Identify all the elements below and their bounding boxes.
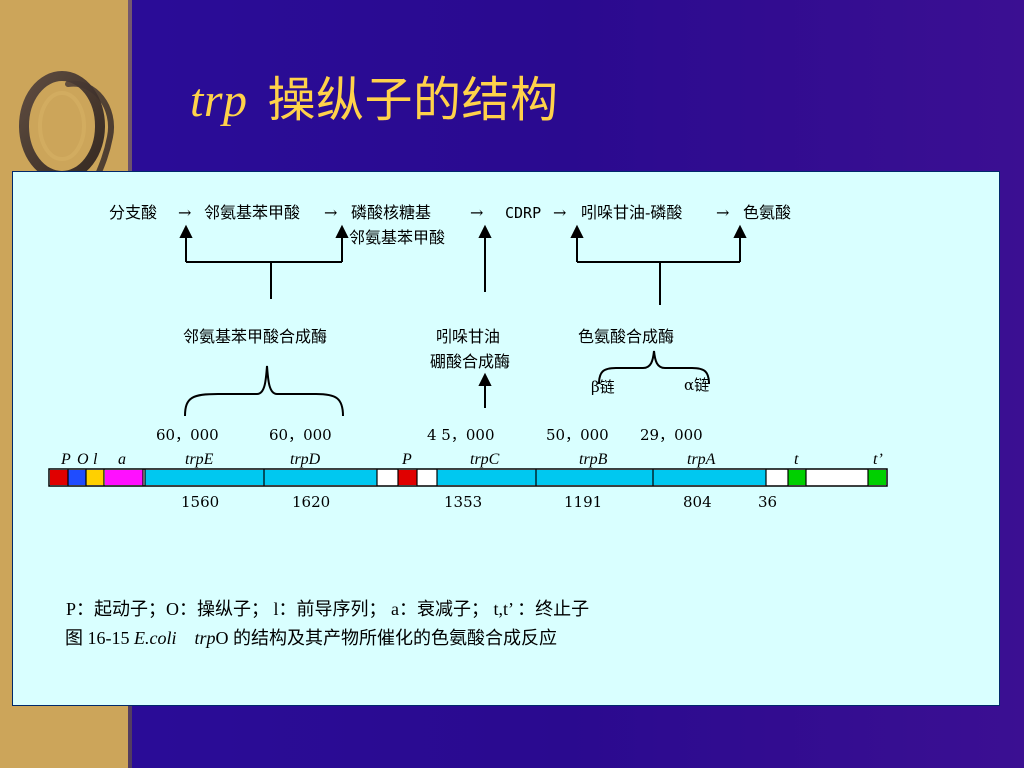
pathway-step-5: 吲哚甘油-磷酸 [581, 203, 682, 222]
label-trpC: trpC [470, 451, 500, 468]
length-trpC: 1353 [444, 493, 482, 511]
mass-trpA: 29，000 [640, 426, 703, 444]
pathway-arrow-2: → [324, 203, 337, 222]
label-P1: P [60, 451, 71, 468]
caption-operon-italic: trp [194, 627, 216, 648]
enzyme-indole-line1: 吲哚甘油 [436, 327, 500, 346]
pathway-arrow-5: → [716, 203, 729, 222]
mass-trpC: 4 5，000 [427, 426, 495, 444]
mass-trpB: 50，000 [546, 426, 609, 444]
length-trpD: 1620 [292, 493, 330, 511]
label-a: a [118, 451, 126, 468]
pathway-arrow-1: → [178, 203, 191, 222]
label-t: t [794, 451, 799, 468]
enzyme-brackets [186, 261, 740, 305]
attenuator-segment [105, 470, 143, 485]
title-main: 操纵子的结构 [267, 72, 559, 128]
figure-caption: P：起动子；O：操纵子； l：前导序列； a：衰减子； t,t’ ：终止子 图 … [65, 595, 590, 653]
curly-braces [184, 350, 710, 417]
caption-line-2: 图 16-15 E.coli trpO 的结构及其产物所催化的色氨酸合成反应 [65, 624, 589, 653]
caption-figure-number: 图 16-15 [65, 627, 134, 648]
terminator-t-segment [788, 470, 806, 485]
beta-chain-label: β链 [591, 378, 615, 396]
caption-line-1: P：起动子；O：操纵子； l：前导序列； a：衰减子； t,t’ ：终止子 [66, 599, 590, 619]
operator-segment [68, 470, 86, 485]
trp-operon-diagram: 分支酸 → 邻氨基苯甲酸 → 磷酸核糖基 邻氨基苯甲酸 → CDRP → 吲哚甘… [48, 203, 888, 511]
indole-enzyme-arrow [478, 372, 492, 408]
pathway-arrow-3: → [470, 203, 483, 222]
enzyme-anthranilate-synthase: 邻氨基苯甲酸合成酶 [183, 327, 327, 346]
label-trpA: trpA [687, 451, 716, 468]
pathway-step-3-suffix: 邻氨基苯甲酸 [349, 228, 445, 247]
mass-trpE: 60，000 [156, 426, 219, 444]
label-O: O [77, 451, 89, 468]
pathway-step-1: 分支酸 [109, 203, 157, 222]
pathway-arrow-4: → [553, 203, 566, 222]
label-trpD: trpD [290, 451, 321, 468]
length-trpA: 804 [683, 493, 712, 511]
caption-species: E.coli [134, 627, 177, 648]
terminator-t-prime-segment [868, 470, 886, 485]
promoter-1-segment [50, 470, 68, 485]
label-l: l [93, 451, 98, 468]
label-P2: P [401, 451, 412, 468]
pathway-step-3: 磷酸核糖基 [351, 203, 431, 222]
enzyme-indole-line2: 硼酸合成酶 [430, 352, 510, 371]
trpE-trpD-segment [145, 470, 377, 485]
length-trpE: 1560 [181, 493, 219, 511]
label-t-prime: t’ [873, 451, 883, 468]
content-panel: 分支酸 → 邻氨基苯甲酸 → 磷酸核糖基 邻氨基苯甲酸 → CDRP → 吲哚甘… [12, 171, 1000, 706]
promoter-2-segment [398, 470, 417, 485]
mass-trpD: 60，000 [269, 426, 332, 444]
enzyme-tryptophan-synthase: 色氨酸合成酶 [578, 327, 674, 346]
label-trpE: trpE [185, 451, 214, 468]
alpha-chain-label: α链 [684, 376, 709, 394]
pathway-step-6: 色氨酸 [743, 203, 791, 222]
pathway-step-2: 邻氨基苯甲酸 [204, 203, 300, 222]
title-prefix: trp [190, 74, 248, 127]
label-trpB: trpB [579, 451, 608, 468]
operon-gene-bar [48, 468, 888, 487]
length-trpB: 1191 [564, 493, 602, 511]
caption-description: O 的结构及其产物所催化的色氨酸合成反应 [215, 627, 558, 648]
length-spacer: 36 [758, 493, 777, 511]
pathway-step-4: CDRP [505, 204, 541, 222]
leader-segment [86, 470, 104, 485]
trpC-trpB-trpA-segment [437, 470, 766, 485]
pathway-up-arrows [179, 224, 747, 292]
